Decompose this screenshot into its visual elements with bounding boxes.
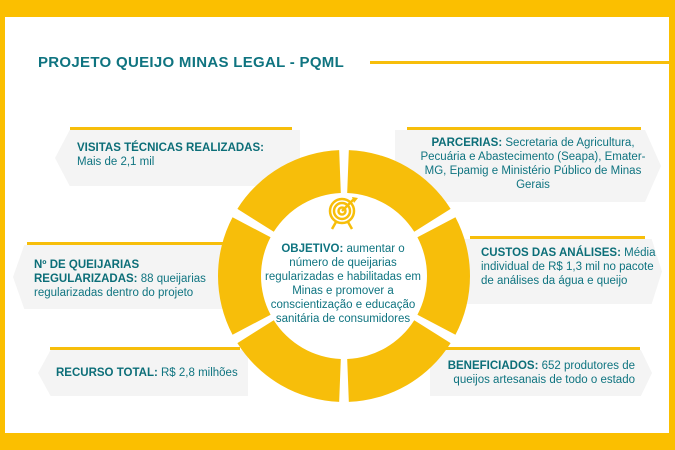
parcerias-text: Secretaria de Agricultura, Pecuária e Ab… [420, 137, 646, 191]
recurso-label: RECURSO TOTAL: [56, 367, 158, 379]
queijarias-text: 88 queijarias regularizadas dentro do pr… [34, 273, 206, 299]
panel-recurso-line [50, 347, 240, 350]
panel-custos: CUSTOS DAS ANÁLISES: Média individual de… [481, 246, 656, 288]
objective-body: aumentar o número de queijarias regulari… [265, 243, 421, 325]
panel-queijarias-bg [13, 245, 238, 309]
beneficiados-label: BENEFICIADOS: [447, 360, 539, 372]
visitas-label: VISITAS TÉCNICAS REALIZADAS: [77, 142, 264, 154]
panel-custos-line [470, 236, 645, 239]
panel-parcerias: PARCERIAS: Secretaria de Agricultura, Pe… [418, 136, 648, 192]
page-title: PROJETO QUEIJO MINAS LEGAL - PQML [38, 54, 345, 71]
panel-custos-bg [455, 239, 662, 304]
custos-label: CUSTOS DAS ANÁLISES: [481, 247, 621, 259]
panel-queijarias: Nº DE QUEIJARIAS REGULARIZADAS: 88 queij… [34, 258, 219, 300]
title-divider [370, 61, 669, 64]
panel-recurso: RECURSO TOTAL: R$ 2,8 milhões [56, 366, 246, 380]
parcerias-label: PARCERIAS: [431, 137, 503, 149]
ring-segment [417, 217, 470, 335]
panel-beneficiados-bg [430, 350, 652, 396]
panel-parcerias-line [407, 127, 641, 130]
beneficiados-text: 652 produtores de queijos artesanais de … [453, 360, 635, 386]
panel-parcerias-bg [395, 130, 661, 202]
ring-segment [237, 150, 341, 232]
visitas-text: Mais de 2,1 mil [77, 156, 155, 168]
panel-beneficiados-line [440, 347, 640, 350]
panel-visitas-bg [55, 130, 300, 186]
panel-queijarias-line [27, 242, 227, 245]
recurso-text: R$ 2,8 milhões [161, 367, 238, 379]
objective-label: OBJETIVO: [281, 243, 344, 255]
panel-recurso-bg [38, 350, 248, 396]
objective-text: OBJETIVO: aumentar o número de queijaria… [263, 242, 423, 326]
panel-visitas: VISITAS TÉCNICAS REALIZADAS: Mais de 2,1 … [77, 141, 277, 169]
ring-segment [347, 320, 451, 402]
panel-visitas-line [70, 127, 292, 130]
ring-segment [218, 217, 271, 335]
ring-segment [347, 150, 451, 232]
target-icon [328, 197, 358, 230]
custos-text: Média individual de R$ 1,3 mil no pacote… [481, 247, 656, 287]
panel-beneficiados: BENEFICIADOS: 652 produtores de queijos … [415, 359, 635, 387]
ring-segment [237, 320, 341, 402]
queijarias-label: Nº DE QUEIJARIAS REGULARIZADAS: [34, 259, 140, 285]
